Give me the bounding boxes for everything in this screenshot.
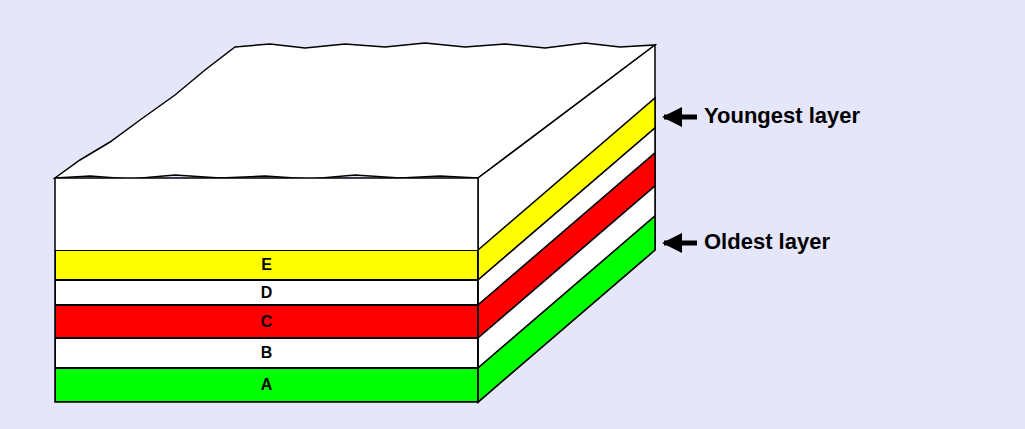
layer-letter: B — [261, 345, 273, 361]
rock-layer-band: C — [55, 305, 478, 338]
side-face — [478, 45, 655, 402]
layer-letter: A — [261, 377, 273, 393]
layer-letter: E — [261, 257, 272, 273]
layer-age-label: Youngest layer — [704, 104, 860, 128]
rock-layer-band: E — [55, 250, 478, 280]
pointer-arrow — [664, 115, 697, 120]
pointer-arrow — [664, 241, 697, 246]
front-face — [55, 178, 478, 402]
side-layer-a — [478, 216, 655, 402]
rock-layer-band: A — [55, 368, 478, 402]
rock-layer-band: D — [55, 280, 478, 305]
rock-layer-band: B — [55, 338, 478, 368]
layer-age-label: Oldest layer — [704, 230, 830, 254]
layer-letter: C — [261, 314, 273, 330]
layer-letter: D — [261, 285, 273, 301]
side-layer-b — [478, 186, 655, 368]
